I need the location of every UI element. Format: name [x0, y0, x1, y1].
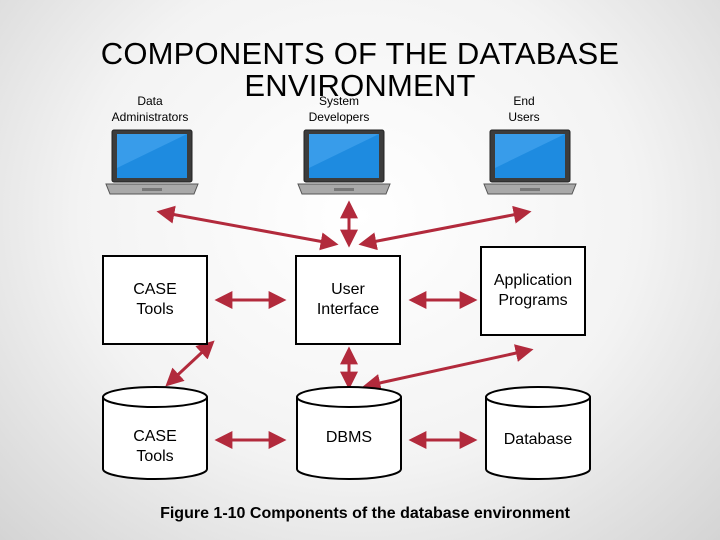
page-title-line-1: COMPONENTS OF THE DATABASE [100, 36, 620, 71]
repository-case-tools-label: CASE Tools [133, 428, 177, 465]
role-label-end-users: End Users [508, 94, 540, 124]
database-cylinder-icon [102, 386, 208, 480]
laptop-icon [297, 129, 391, 195]
laptop-icon [483, 129, 577, 195]
database-cylinder-icon [485, 386, 591, 480]
figure-caption: Figure 1-10 Components of the database e… [160, 505, 570, 522]
laptop-icon [105, 129, 199, 195]
database-label: Database [503, 431, 573, 448]
page-title-line-2: ENVIRONMENT [244, 68, 476, 103]
database-cylinder-icon [296, 386, 402, 480]
dbms-label: DBMS [325, 429, 373, 446]
role-label-system-developers: System Developers [308, 94, 370, 124]
arrow-apps-to-dbms [362, 344, 534, 392]
arrow-admins-to-ui [156, 205, 339, 251]
application-programs-box: Application Programs [480, 246, 586, 336]
role-label-data-administrators: Data Administrators [111, 94, 189, 124]
user-interface-box: User Interface [295, 255, 401, 345]
case-tools-box: CASE Tools [102, 255, 208, 345]
arrow-casetools-to-repository [165, 340, 215, 387]
arrow-endusers-to-ui [358, 205, 532, 251]
